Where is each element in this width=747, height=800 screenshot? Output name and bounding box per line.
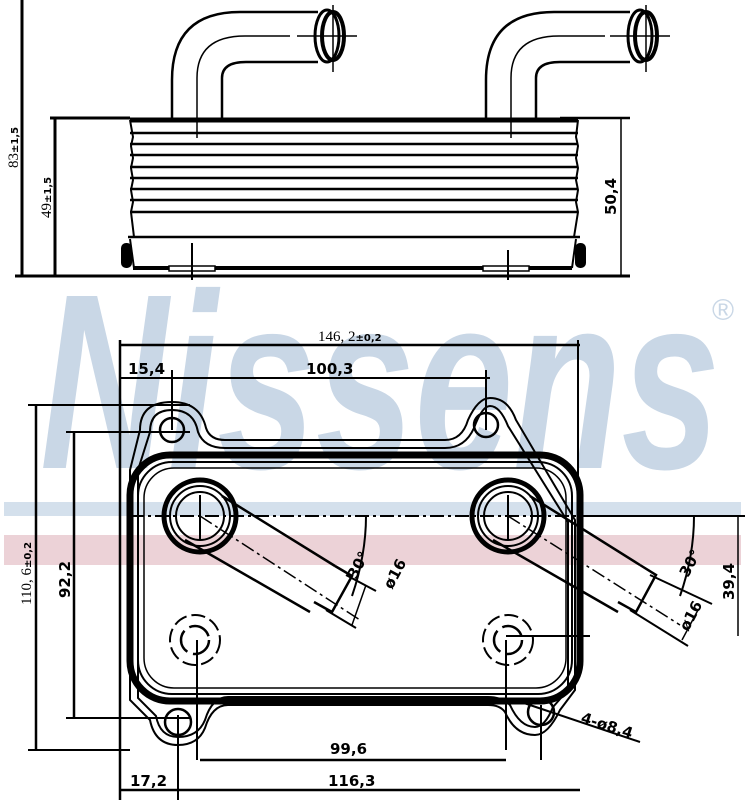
watermark-brand-text: Nissens [40,242,720,521]
side-view-body [121,117,586,280]
dim-mount-holes: 4-ø8,4 [579,709,635,743]
dim-overall-hole-span-bottom: 116,3 [328,772,375,790]
side-view-pipe-right [484,5,670,138]
dim-overall-height: 83±1,5 [6,127,22,168]
dim-body-height: 49±1,5 [39,177,55,218]
watermark-band-red [4,535,741,565]
mount-hole-top-left [158,416,186,444]
flange-outline [129,396,576,747]
dim-left-offset-top: 15,4 [128,360,165,378]
dim-inner-depth: 92,2 [56,561,74,598]
dim-right-height: 50,4 [602,178,620,215]
stud-right [482,614,590,750]
dim-hole-spacing-bottom: 99,6 [330,740,367,758]
stud-left [169,614,221,760]
port-right [469,477,739,647]
dim-hole-spacing-top: 100,3 [306,360,353,378]
port-left [161,477,377,629]
side-view-pipe-left [170,5,357,138]
dim-port-offset-right: 39,4 [720,563,738,600]
dim-overall-width: 146, 2±0,2 [318,329,382,345]
registered-mark-icon: ® [712,294,734,327]
dim-overall-depth: 110, 6±0,2 [19,542,35,605]
mount-hole-top-right [472,411,500,439]
core-outline [126,451,584,705]
dim-left-offset-bottom: 17,2 [130,772,167,790]
side-view: 83±1,5 49±1,5 50,4 [6,0,670,280]
dim-port-diameter-right: ø16 [676,598,707,634]
